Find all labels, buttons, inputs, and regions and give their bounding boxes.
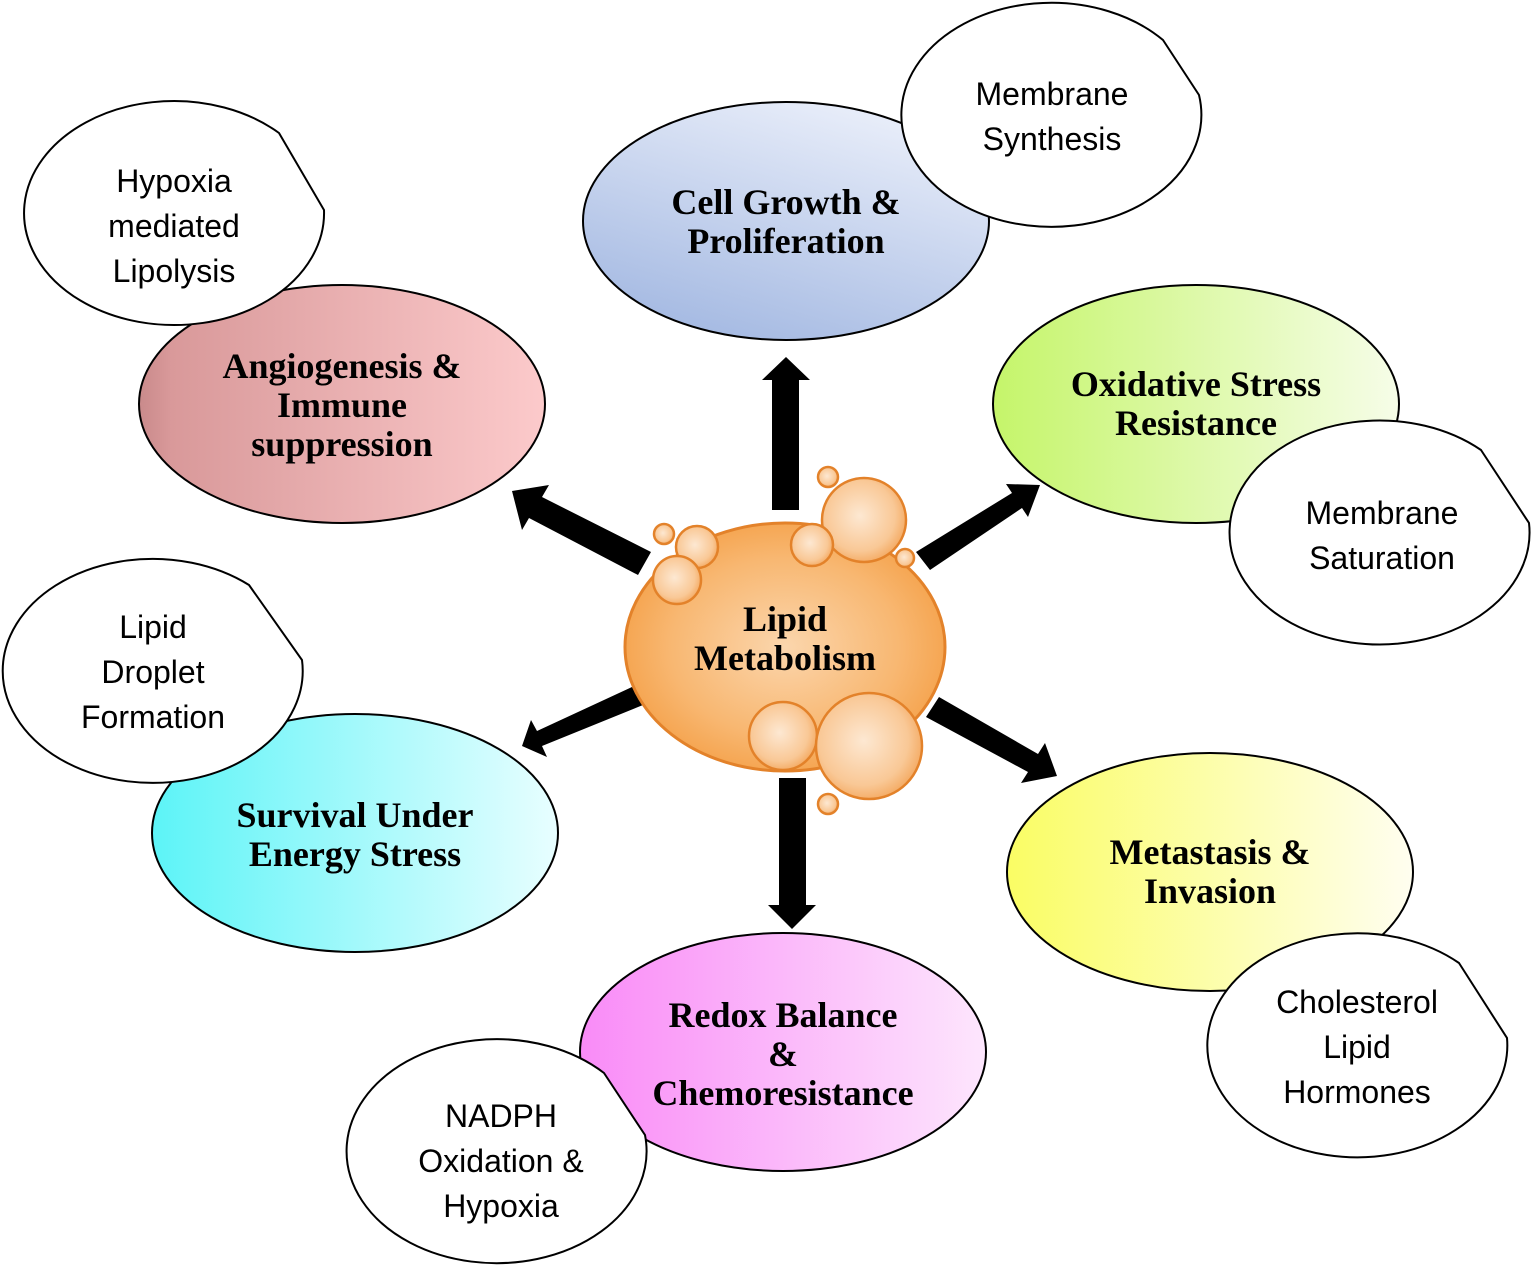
cholesterol-text: Cholesterol Lipid Hormones bbox=[1276, 984, 1438, 1110]
droplet bbox=[652, 522, 676, 546]
arrow-to-metastasis bbox=[926, 697, 1057, 783]
membrane-saturation-text: Membrane Saturation bbox=[1305, 495, 1459, 576]
arrows bbox=[512, 357, 1057, 929]
membrane-saturation-bubble bbox=[1228, 419, 1531, 646]
lipid-droplets bbox=[651, 465, 924, 816]
droplet bbox=[814, 691, 924, 801]
arrow-to-redox-balance bbox=[768, 778, 816, 929]
droplet bbox=[651, 554, 703, 606]
cell-growth-label: Cell Growth & Proliferation bbox=[671, 182, 901, 261]
oxidative-stress-label: Oxidative Stress Resistance bbox=[1070, 364, 1322, 443]
metastasis-ellipse bbox=[1006, 752, 1414, 992]
survival-ellipse bbox=[151, 713, 559, 953]
arrow-to-survival bbox=[522, 687, 643, 757]
metastasis-label: Metastasis & Invasion bbox=[1109, 832, 1311, 911]
lipid-droplet-bubble bbox=[1, 557, 304, 784]
droplet bbox=[894, 547, 916, 569]
membrane-synthesis-text: Membrane Synthesis bbox=[975, 76, 1129, 157]
outcome-ellipses bbox=[138, 101, 1414, 1172]
redox-balance-label: Redox Balance & Chemoresistance bbox=[652, 995, 914, 1113]
center-node bbox=[623, 465, 947, 816]
droplet bbox=[747, 700, 819, 772]
hypoxia-lipolysis-text: Hypoxia mediated Lipolysis bbox=[108, 163, 240, 289]
lipid-droplet-text: Lipid Droplet Formation bbox=[80, 609, 226, 735]
nadph-bubble bbox=[345, 1038, 648, 1265]
droplet bbox=[820, 476, 908, 564]
droplet bbox=[789, 522, 835, 568]
droplet bbox=[816, 792, 840, 816]
cell-growth-ellipse bbox=[582, 101, 990, 341]
arrow-to-angiogenesis bbox=[512, 485, 651, 575]
membrane-synthesis-bubble bbox=[900, 1, 1203, 228]
angiogenesis-ellipse bbox=[138, 284, 546, 524]
angiogenesis-label: Angiogenesis & Immune suppression bbox=[222, 346, 462, 464]
arrow-to-oxidative-stress bbox=[916, 484, 1040, 570]
arrow-to-cell-growth bbox=[762, 357, 810, 510]
nadph-text: NADPH Oxidation & Hypoxia bbox=[418, 1098, 584, 1224]
survival-label: Survival Under Energy Stress bbox=[236, 795, 474, 874]
redox-balance-ellipse bbox=[579, 932, 987, 1172]
cholesterol-bubble bbox=[1206, 932, 1509, 1159]
center-label: Lipid Metabolism bbox=[694, 599, 876, 678]
hypoxia-lipolysis-bubble bbox=[23, 100, 326, 327]
droplet bbox=[816, 465, 840, 489]
